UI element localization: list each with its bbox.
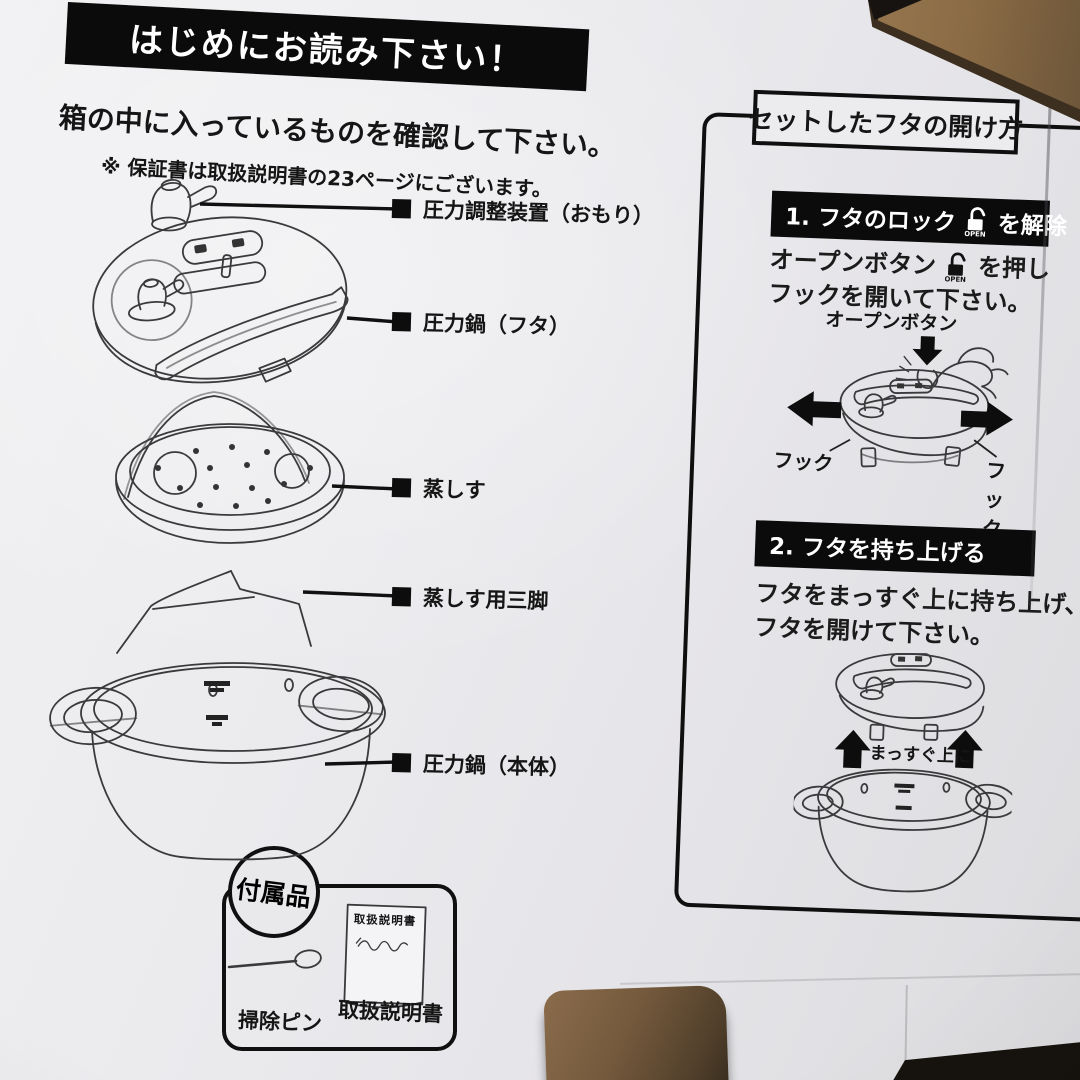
accessories-box (222, 884, 457, 1051)
lock-caption: OPEN (964, 230, 985, 239)
step1-body: オープンボタン OPEN を押し フックを開いて下さい。 (768, 243, 1051, 321)
part-label-text: 圧力鍋（本体） (422, 751, 571, 780)
cleaning-pin-label: 掃除ピン (237, 1008, 323, 1036)
hook-left-label: フック (772, 447, 834, 477)
manual-label: 取扱説明書 (337, 997, 444, 1027)
step2-title: 2. フタを持ち上げる (768, 533, 987, 568)
part-label-pot-body: 圧力鍋（本体） (391, 747, 571, 782)
step1-diagram: フック フック (748, 326, 1019, 541)
part-label-lid: 圧力鍋（フタ） (391, 306, 571, 341)
part-label-text: 蒸しす用三脚 (422, 585, 549, 614)
bullet-square-icon (391, 477, 412, 498)
straight-up-label: まっすぐ上に (869, 743, 972, 768)
part-label-tripod: 蒸しす用三脚 (391, 581, 549, 615)
lift-lid-art (791, 652, 1017, 893)
bullet-square-icon (391, 752, 412, 773)
guide-header-text: セットしたフタの開け方 (747, 104, 1024, 144)
slide-left-arrow-icon (787, 391, 842, 427)
step1-body-post: を押し (977, 253, 1051, 284)
accessories-title: 付属品 (234, 874, 313, 913)
part-label-steamer: 蒸しす (391, 472, 486, 505)
bullet-square-icon (391, 586, 412, 607)
open-padlock-icon: OPEN (944, 252, 966, 284)
part-label-text: 蒸しす (422, 476, 486, 503)
hand-drawing (895, 347, 1009, 399)
step1-title-pre: 1. フタのロック (784, 204, 957, 237)
step1-banner: 1. フタのロック OPEN を解除 (770, 190, 1067, 247)
hook-leader-left (829, 438, 851, 452)
lid-outline (839, 368, 990, 468)
manual-cover-title: 取扱説明書 (353, 911, 417, 929)
accessories-title-circle: 付属品 (228, 846, 320, 938)
hook-leader-right (973, 439, 998, 458)
lid-top-view-art (787, 336, 1013, 468)
step2-diagram: まっすぐ上に (790, 644, 1017, 914)
bullet-square-icon (391, 311, 412, 332)
step1-body-line1: オープンボタン OPEN を押し (769, 243, 1051, 287)
part-label-text: 圧力調整装置（おもり） (422, 197, 655, 229)
part-label-text: 圧力鍋（フタ） (422, 310, 571, 339)
step2-banner: 2. フタを持ち上げる (754, 520, 1036, 577)
bullet-square-icon (391, 198, 412, 219)
lifted-lid-outline (835, 652, 985, 741)
lid-opening-guide-panel: セットしたフタの開け方 1. フタのロック OPEN を解除 オープンボタン O… (673, 89, 1080, 923)
pot-body-outline (791, 768, 1017, 893)
press-down-arrow-icon (912, 336, 943, 366)
lock-caption: OPEN (944, 275, 965, 284)
cardboard-handle-cutout (543, 984, 729, 1080)
lift-up-arrow-right-icon (946, 730, 983, 769)
open-padlock-icon: OPEN (964, 207, 986, 239)
lift-up-arrow-left-icon (834, 729, 871, 769)
slide-right-arrow-icon (960, 401, 1013, 436)
step1-title-post: を解除 (997, 211, 1068, 241)
guide-header: セットしたフタの開け方 (748, 89, 1024, 155)
